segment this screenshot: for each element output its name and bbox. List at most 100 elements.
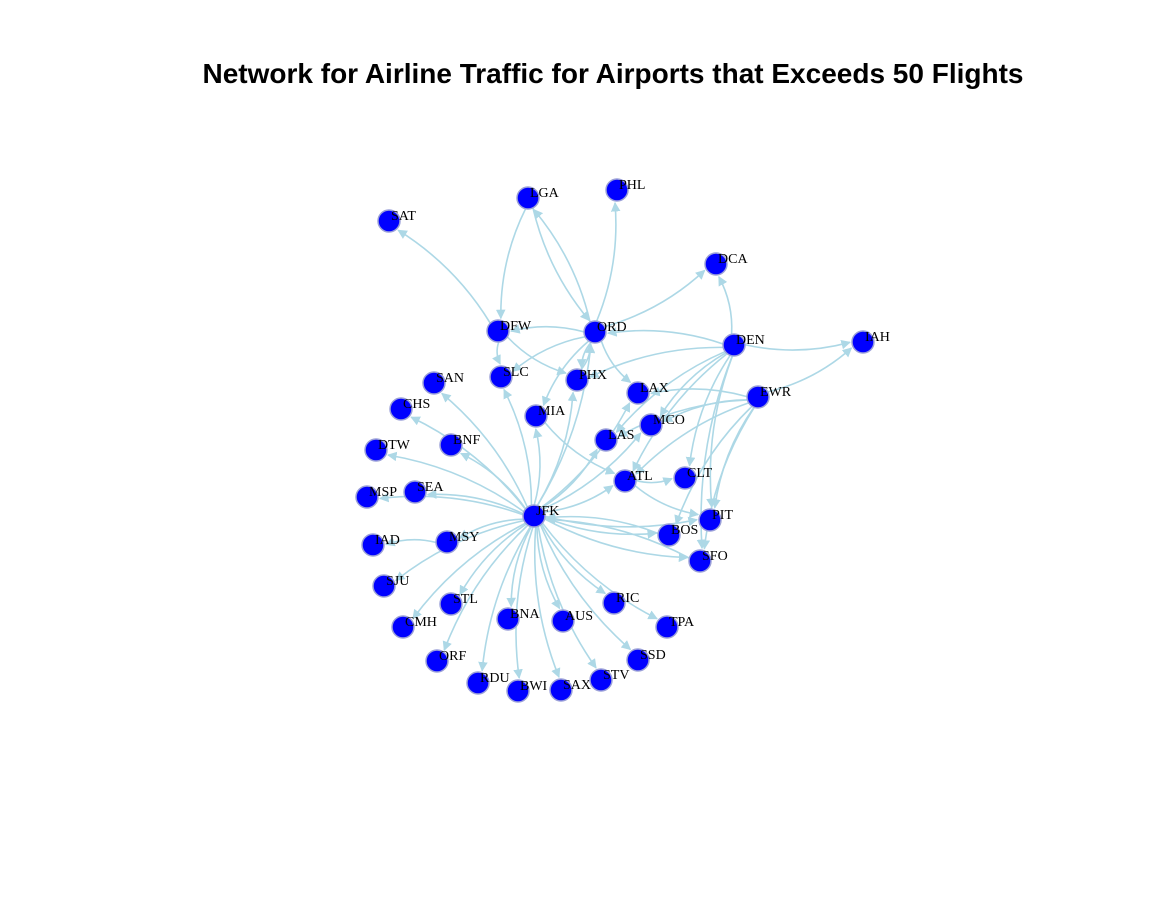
node-label-sfo: SFO [702, 549, 728, 564]
node-label-den: DEN [736, 333, 765, 348]
node-label-slc: SLC [503, 365, 529, 380]
node-circle-phx [565, 368, 589, 392]
node-phx: PHX [565, 368, 607, 392]
edge-jfk-sax [533, 526, 561, 679]
node-circle-sea [403, 480, 427, 504]
node-las: LAS [594, 428, 634, 452]
node-circle-mco [639, 413, 663, 437]
node-pit: PIT [698, 508, 733, 532]
node-circle-lax [626, 381, 650, 405]
edge-jfk-mia [533, 428, 543, 506]
node-label-phl: PHL [619, 178, 645, 193]
edge-ewr-lax [650, 386, 748, 398]
edge-ord-dca [604, 269, 706, 328]
node-circle-slc [489, 365, 513, 389]
edge-den-ord [606, 327, 724, 345]
node-label-cmh: CMH [405, 615, 437, 630]
edge-jfk-lax [540, 402, 631, 509]
node-circle-las [594, 428, 618, 452]
edge-ord-dfw [510, 324, 585, 334]
node-circle-chs [389, 397, 413, 421]
edge-jfk-aus [536, 526, 561, 610]
node-circle-ssd [626, 648, 650, 672]
node-circle-lga [516, 186, 540, 210]
edge-ewr-pit [711, 406, 755, 509]
node-circle-dfw [486, 319, 510, 343]
node-circle-pit [698, 508, 722, 532]
node-dtw: DTW [364, 438, 411, 462]
node-bna: BNA [496, 607, 540, 631]
node-mia: MIA [524, 404, 566, 428]
node-iad: IAD [361, 533, 400, 557]
edge-jfk-mco [542, 432, 642, 510]
node-label-phx: PHX [579, 368, 607, 383]
node-rdu: RDU [466, 671, 510, 695]
node-label-bwi: BWI [520, 679, 548, 694]
node-label-iah: IAH [865, 330, 890, 345]
edge-dfw-slc [492, 341, 501, 365]
edge-jfk-stl [459, 523, 527, 596]
node-cmh: CMH [391, 615, 437, 639]
edge-jfk-dtw [387, 451, 525, 513]
node-label-tpa: TPA [669, 615, 695, 630]
edge-ewr-bos [674, 405, 753, 525]
node-circle-mia [524, 404, 548, 428]
edge-ord-slc [511, 335, 586, 373]
node-circle-sax [549, 678, 573, 702]
edge-atl-pit [634, 484, 700, 518]
edge-jfk-bwi [513, 526, 534, 680]
edge-lga-dfw [495, 208, 527, 320]
edge-jfk-sea [426, 489, 524, 515]
edge-ord-phl [595, 201, 621, 322]
node-circle-san [422, 371, 446, 395]
edge-mia-atl [544, 421, 616, 475]
edge-ewr-iah [767, 347, 853, 393]
node-jfk: JFK [522, 504, 559, 528]
edge-den-clt [685, 354, 731, 467]
node-slc: SLC [489, 365, 529, 389]
node-label-bnf: BNF [453, 433, 480, 448]
node-circle-ric [602, 591, 626, 615]
node-label-clt: CLT [687, 466, 713, 481]
node-circle-jfk [522, 504, 546, 528]
edge-den-iah [744, 339, 851, 351]
edge-ord-lga [533, 208, 591, 323]
edge-jfk-ord [536, 343, 595, 506]
node-ric: RIC [602, 591, 639, 615]
node-circle-atl [613, 469, 637, 493]
edge-den-las [615, 350, 726, 433]
node-lax: LAX [626, 381, 669, 405]
node-circle-sfo [688, 549, 712, 573]
node-circle-orf [425, 649, 449, 673]
node-aus: AUS [551, 609, 593, 633]
node-label-orf: ORF [439, 649, 466, 664]
edge-jfk-ric [540, 523, 607, 595]
node-circle-iad [361, 533, 385, 557]
chart-title: Network for Airline Traffic for Airports… [202, 58, 1024, 89]
edge-jfk-tpa [541, 522, 658, 620]
node-sax: SAX [549, 678, 591, 702]
edge-layer [378, 201, 853, 680]
node-chs: CHS [389, 397, 430, 421]
edge-ewr-las [617, 399, 748, 438]
node-circle-clt [673, 466, 697, 490]
node-label-pit: PIT [712, 508, 733, 523]
node-dca: DCA [704, 252, 748, 276]
node-label-bna: BNA [510, 607, 540, 622]
edge-jfk-bnf [460, 452, 527, 510]
node-phl: PHL [605, 178, 645, 202]
node-label-chs: CHS [403, 397, 430, 412]
node-label-lga: LGA [530, 186, 560, 201]
node-atl: ATL [613, 469, 653, 493]
node-stl: STL [439, 592, 478, 616]
edge-msy-iad [385, 537, 437, 547]
node-label-atl: ATL [627, 469, 653, 484]
node-circle-aus [551, 609, 575, 633]
edge-jfk-msp [378, 492, 524, 516]
node-label-mco: MCO [653, 413, 685, 428]
edge-lga-ord [532, 207, 590, 322]
node-stv: STV [589, 668, 629, 692]
node-circle-stv [589, 668, 613, 692]
